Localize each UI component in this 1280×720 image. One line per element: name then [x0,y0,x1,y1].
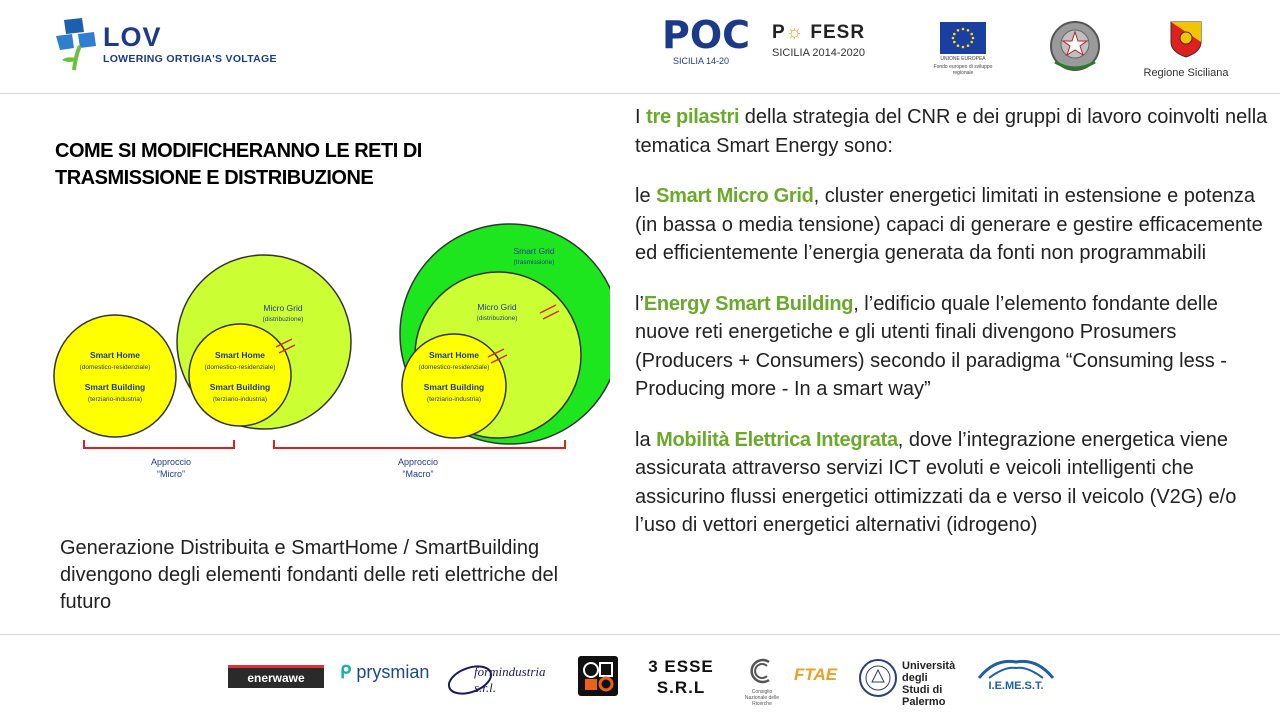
grid-evolution-diagram: Smart Home (domestico-residenziale) Smar… [40,210,621,500]
poc-subtitle: SICILIA 14-20 [672,56,730,66]
label-approach-macro-1: Approccio [398,457,438,467]
eu-logo: UNIONE EUROPEA Fondo europeo di sviluppo… [928,22,998,76]
footer-divider [0,634,1280,635]
regione-siciliana-logo: Regione Siciliana [1140,20,1232,80]
heading-line-2: TRASMISSIONE E DISTRIBUZIONE [55,167,374,189]
cnr-logo: Consiglio Nazionale delle Ricerche [742,658,782,707]
paragraph-energy-smart-building: l’Energy Smart Building, l’edificio qual… [635,292,1227,401]
3esse-logo: 3 ESSE S.R.L [645,656,717,698]
label-approach-micro-1: Approccio [151,457,191,467]
unipa-logo: Università degli Studi di Palermo [858,658,958,708]
eu-caption-2: Fondo europeo di sviluppo regionale [933,64,993,76]
sicily-shield-icon [1170,21,1202,58]
label-smart-building-3: Smart Building [424,382,484,392]
label-approach-micro-2: “Micro” [157,469,185,479]
italian-republic-emblem-icon [1047,18,1103,74]
circle-smart-home [53,314,177,438]
fesr-label: P☼ FESR [772,22,866,43]
apeo-logo-icon [578,656,618,696]
brand-subtitle: LOWERING ORTIGIA'S VOLTAGE [103,53,277,65]
formindustria-swoosh-icon [447,665,493,695]
poc-label: POC [662,13,751,57]
unipa-seal-icon [859,659,897,697]
section-heading: COME SI MODIFICHERANNO LE RETI DI TRASMI… [55,138,525,192]
formindustria-logo: formindustria s.r.l. [446,658,566,698]
label-smart-grid: Smart Grid [513,246,554,256]
region-label: Regione Siciliana [1143,67,1229,79]
cnr-caption: Consiglio Nazionale delle Ricerche [744,689,780,707]
ftae-logo: FTAE [794,665,838,684]
highlight-mobilita-elettrica: Mobilità Elettrica Integrata [656,428,898,451]
fesr-subtitle: SICILIA 2014-2020 [772,47,865,59]
bracket-micro [83,440,235,449]
cnr-icon [750,658,770,684]
label-approach-macro-2: “Macro” [403,469,434,479]
poc-logo: POC SICILIA 14-20 [662,13,751,70]
label-smart-building-sub-1: (terziario-industria) [88,396,142,403]
label-micro-grid-sub-2: (distribuzione) [477,315,518,322]
unipa-label: Università degli Studi di Palermo [902,660,956,708]
label-smart-home-sub-1: (domestico-residenziale) [80,364,151,371]
circle-smart-grid-inner [401,333,507,439]
label-smart-building-1: Smart Building [85,382,145,392]
exchange-arrow-icon [275,304,560,364]
brand-title: LOV [103,22,162,52]
highlight-tre-pilastri: tre pilastri [646,106,740,128]
3esse-line-1: 3 ESSE [648,657,714,676]
iemest-label: I.E.ME.S.T. [988,680,1044,692]
eu-flag-icon [940,22,986,54]
lov-logo-icon [54,16,100,72]
label-smart-home-3: Smart Home [429,350,479,360]
label-smart-grid-sub: (trasmissione) [514,259,555,266]
pillars-text: I tre pilastri della strategia del CNR e… [635,103,1275,562]
heading-line-1: COME SI MODIFICHERANNO LE RETI DI [55,140,422,162]
eu-caption: UNIONE EUROPEA [940,56,986,62]
circle-micro-grid-inner [188,323,292,427]
label-smart-home-sub-2: (domestico-residenziale) [205,364,276,371]
enerwawe-logo: enerwawe [228,665,324,688]
iemest-logo: I.E.ME.S.T. [975,656,1057,702]
header-divider [0,93,1280,94]
label-smart-home-2: Smart Home [215,350,265,360]
highlight-smart-micro-grid: Smart Micro Grid [656,185,814,207]
label-smart-building-sub-2: (terziario-industria) [213,396,267,403]
diagram-caption: Generazione Distribuita e SmartHome / Sm… [60,537,559,613]
prysmian-logo: ᑭ prysmian [340,662,430,682]
label-micro-grid-sub-1: (distribuzione) [263,316,304,323]
highlight-energy-smart-building: Energy Smart Building [643,292,854,315]
3esse-line-2: S.R.L [656,678,706,697]
fesr-logo: P☼ FESR SICILIA 2014-2020 [772,22,874,70]
paragraph-mobilita-elettrica: la Mobilità Elettrica Integrata, dove l’… [635,428,1237,537]
label-smart-home-sub-3: (domestico-residenziale) [419,364,490,371]
label-micro-grid-2: Micro Grid [477,302,516,312]
paragraph-smart-micro-grid: le Smart Micro Grid, cluster energetici … [635,185,1263,264]
label-smart-building-2: Smart Building [210,382,270,392]
iemest-wave-icon [977,659,1055,679]
label-smart-building-sub-3: (terziario-industria) [427,396,481,403]
prysmian-icon: ᑭ [340,662,352,682]
paragraph-intro: I tre pilastri della strategia del CNR e… [635,106,1268,157]
label-smart-home-1: Smart Home [90,350,140,360]
label-micro-grid-1: Micro Grid [263,303,302,313]
bracket-macro [273,440,566,449]
